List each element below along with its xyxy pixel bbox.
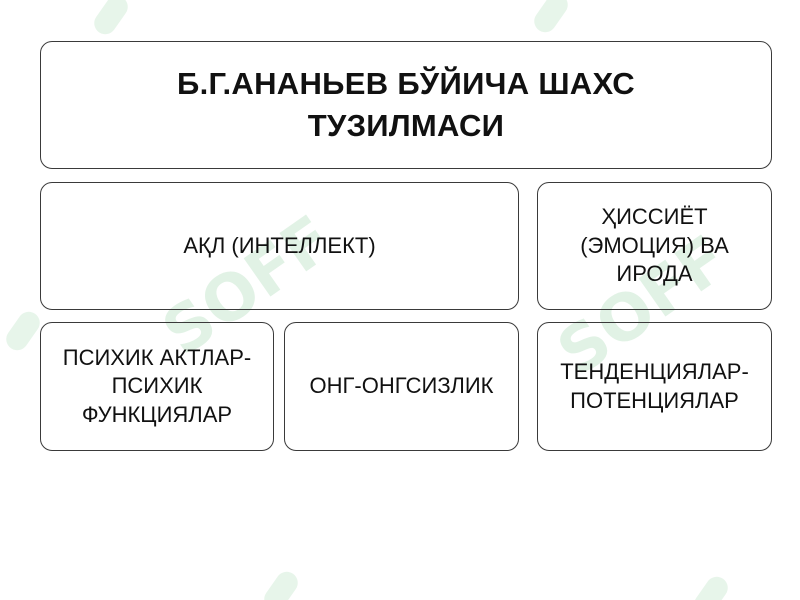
diagram-title-box: Б.Г.АНАНЬЕВ БЎЙИЧА ШАХС ТУЗИЛМАСИ	[40, 41, 772, 169]
node-intellect: АҚЛ (ИНТЕЛЛЕКТ)	[40, 182, 519, 310]
node-tendencies: ТЕНДЕНЦИЯЛАР- ПОТЕНЦИЯЛАР	[537, 322, 772, 451]
watermark-mark	[1, 307, 45, 355]
node-tendencies-label: ТЕНДЕНЦИЯЛАР- ПОТЕНЦИЯЛАР	[560, 358, 749, 413]
watermark-mark	[89, 0, 133, 39]
node-psychic-acts-label: ПСИХИК АКТЛАР- ПСИХИК ФУНКЦИЯЛАР	[62, 344, 252, 427]
node-psychic-acts: ПСИХИК АКТЛАР- ПСИХИК ФУНКЦИЯЛАР	[40, 322, 274, 451]
node-conscious-unconscious-label: ОНГ-ОНГСИЗЛИК	[309, 373, 494, 399]
node-emotion-will: ҲИССИЁТ (ЭМОЦИЯ) ВА ИРОДА	[537, 182, 772, 310]
watermark-mark	[689, 572, 733, 600]
node-conscious-unconscious: ОНГ-ОНГСИЗЛИК	[284, 322, 519, 451]
diagram-title: Б.Г.АНАНЬЕВ БЎЙИЧА ШАХС ТУЗИЛМАСИ	[177, 66, 635, 143]
watermark-mark	[529, 0, 573, 37]
node-emotion-will-label: ҲИССИЁТ (ЭМОЦИЯ) ВА ИРОДА	[580, 204, 729, 287]
node-intellect-label: АҚЛ (ИНТЕЛЛЕКТ)	[183, 232, 376, 258]
watermark-mark	[259, 567, 303, 600]
